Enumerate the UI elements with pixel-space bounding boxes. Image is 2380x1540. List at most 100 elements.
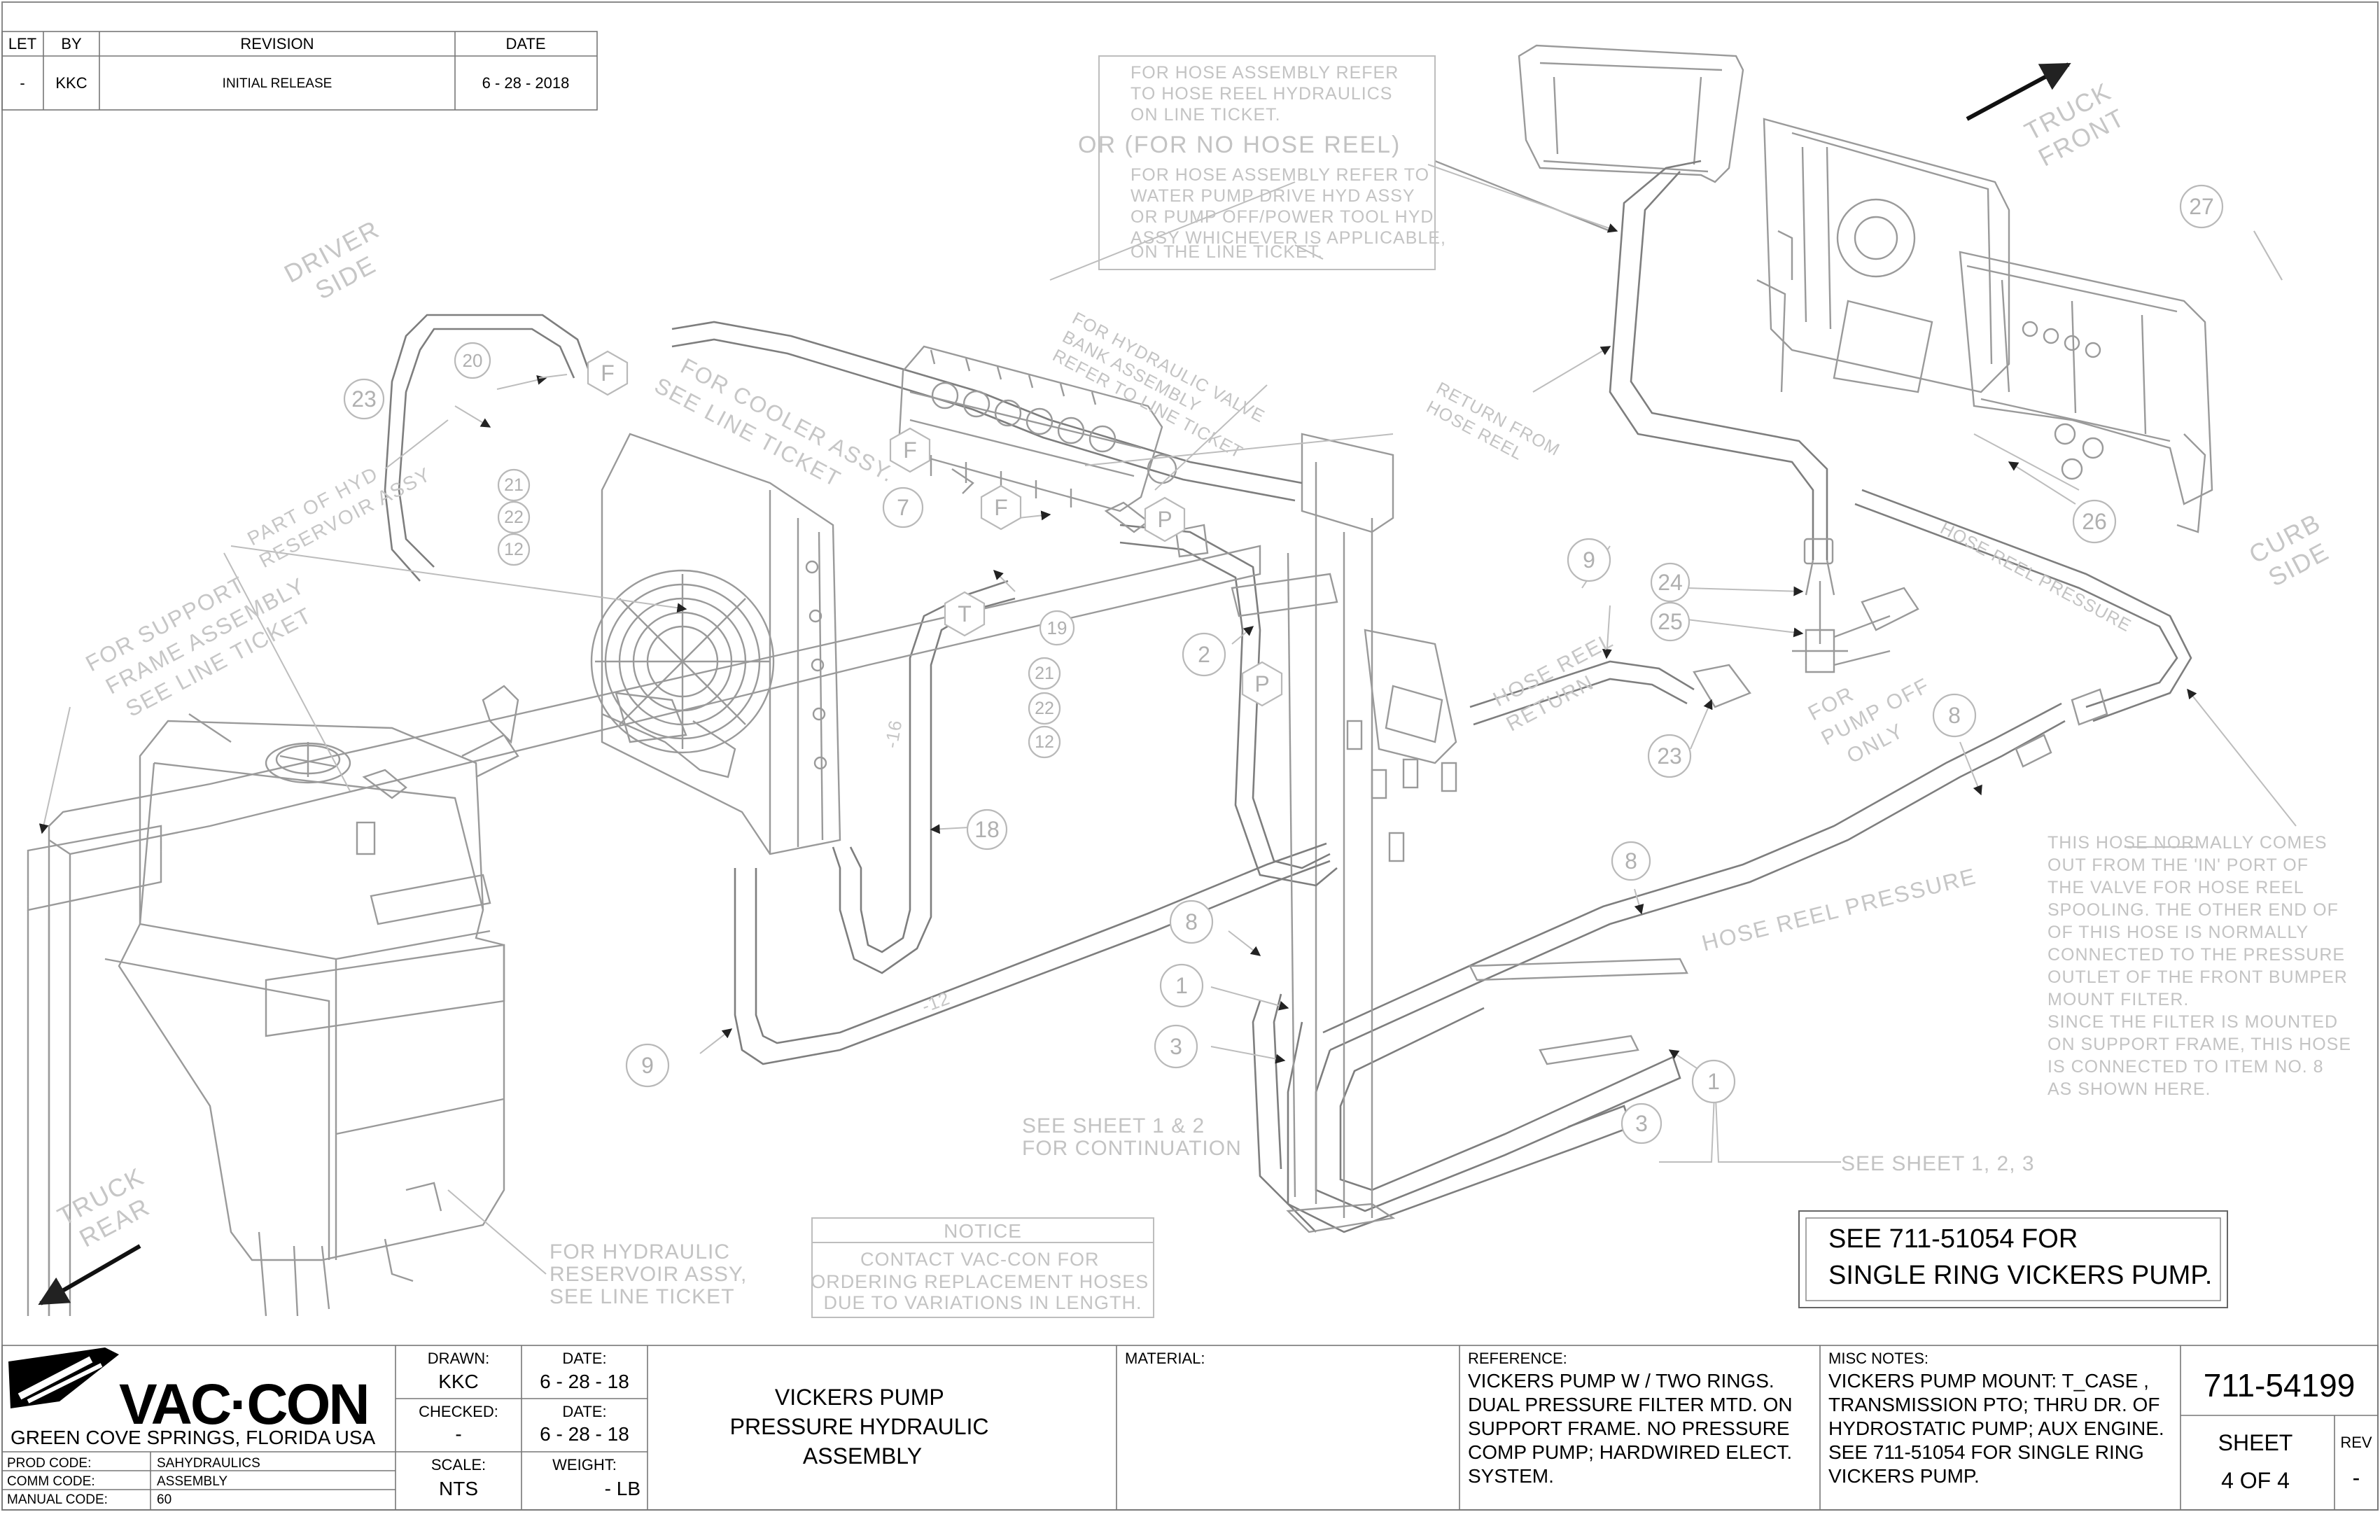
comm-code: ASSEMBLY [157, 1474, 227, 1489]
balloon-2: 2 [1198, 642, 1210, 667]
misc-notes: VICKERS PUMP MOUNT: T_CASE , TRANSMISSIO… [1828, 1370, 2169, 1487]
balloon-7: 7 [897, 495, 909, 520]
weight-value: - LB [605, 1478, 640, 1499]
rev-header-revision: REVISION [240, 35, 314, 52]
balloon-20: 20 [463, 350, 483, 371]
weight-label: WEIGHT: [552, 1456, 617, 1474]
note-hose-reel-pressure-lower: HOSE REEL PRESSURE [1700, 863, 1980, 955]
drawn-date: 6 - 28 - 18 [540, 1371, 629, 1392]
drawn-date-label: DATE: [562, 1350, 606, 1367]
reference-label: REFERENCE: [1468, 1350, 1567, 1367]
note-reservoir-assy: FOR HYDRAULIC RESERVOIR ASSY, SEE LINE T… [550, 1240, 754, 1308]
sheet-value: 4 OF 4 [2221, 1468, 2290, 1493]
sheet-label: SHEET [2218, 1430, 2293, 1455]
note-water-pump-ref: FOR HOSE ASSEMBLY REFER TO WATER PUMP DR… [1130, 165, 1452, 262]
balloon-21-b: 21 [1035, 664, 1054, 683]
balloon-19: 19 [1047, 617, 1068, 638]
notice-box [811, 1217, 1154, 1318]
balloon-22-a: 22 [504, 507, 524, 527]
curb-side-label: CURBSIDE [2244, 507, 2339, 595]
checked-date-label: DATE: [562, 1403, 606, 1420]
balloon-1-a: 1 [1175, 973, 1188, 998]
balloon-9-a: 9 [641, 1053, 654, 1078]
note-cooler-assy: FOR COOLER ASSY. SEE LINE TICKET [650, 346, 906, 517]
fitting-p-1: P [1157, 507, 1172, 532]
balloon-8-a: 8 [1948, 703, 1961, 728]
note-hose-reel-ref: FOR HOSE ASSEMBLY REFER TO HOSE REEL HYD… [1130, 63, 1404, 125]
note-see-sheet-1-2-3: SEE SHEET 1, 2, 3 [1841, 1152, 2035, 1175]
company-logo-text: VAC·CON [119, 1373, 368, 1436]
fitting-p-2: P [1254, 671, 1269, 696]
item-balloons: 27 20 23 21 22 12 7 2 19 21 22 12 18 9 9… [343, 184, 2224, 1144]
comm-code-label: COMM CODE: [7, 1474, 95, 1489]
checked-date: 6 - 28 - 18 [540, 1423, 629, 1445]
balloon-3-b: 3 [1635, 1111, 1648, 1136]
prod-code-label: PROD CODE: [7, 1456, 91, 1471]
balloon-22-b: 22 [1035, 699, 1054, 718]
rev-header-by: BY [61, 35, 82, 52]
note-return-from-hose-reel: RETURN FROM HOSE REEL [1423, 379, 1568, 482]
rev-by: KKC [55, 74, 87, 92]
scale-label: SCALE: [431, 1456, 486, 1474]
drawing-number: 711-54199 [2204, 1367, 2356, 1404]
manual-code-label: MANUAL CODE: [7, 1492, 108, 1507]
rev-label: REV [2340, 1434, 2372, 1451]
revision-block: LET BY REVISION DATE - KKC INITIAL RELEA… [1, 31, 598, 111]
balloon-23-a: 23 [351, 386, 377, 412]
truck-rear-arrow [38, 1244, 141, 1306]
oil-cooler-drawing [590, 433, 841, 855]
rev-header-let: LET [8, 35, 36, 52]
balloon-24: 24 [1658, 570, 1683, 595]
driver-side-label: DRIVERSIDE [279, 214, 398, 314]
checked-label: CHECKED: [419, 1403, 498, 1420]
balloon-26: 26 [2082, 509, 2107, 534]
note-reservoir-part: PART OF HYD RESERVOIR ASSY [244, 441, 435, 572]
balloon-23-b: 23 [1657, 743, 1682, 769]
title-block: VAC·CON GREEN COVE SPRINGS, FLORIDA USA … [1, 1345, 2379, 1511]
note-hose-reel-return: HOSE REEL RETURN [1490, 626, 1637, 736]
misc-notes-label: MISC NOTES: [1828, 1350, 1928, 1367]
note-valve-bank: FOR HYDRAULIC VALVE BANK ASSEMBLY REFER … [1049, 309, 1273, 467]
drawn-label: DRAWN: [428, 1350, 489, 1367]
note-see-sheet-1-2: SEE SHEET 1 & 2 FOR CONTINUATION [1022, 1114, 1242, 1160]
notice-title: NOTICE [944, 1220, 1022, 1242]
see-711-note: SEE 711-51054 FOR SINGLE RING VICKERS PU… [1828, 1224, 2212, 1290]
rev-header-date: DATE [505, 35, 545, 52]
balloon-8-b: 8 [1625, 848, 1637, 874]
drawing-notes: FOR HOSE ASSEMBLY REFER TO HOSE REEL HYD… [81, 55, 2351, 1318]
vac-con-logo: VAC·CON [8, 1348, 370, 1436]
balloon-18: 18 [974, 817, 1000, 842]
fitting-t: T [958, 601, 972, 626]
note-for-pump-off: FOR PUMP OFF ONLY [1805, 645, 1954, 775]
rev-let: - [20, 74, 24, 92]
hose-size-16: -16 [881, 718, 906, 750]
fitting-f-1: F [601, 360, 615, 386]
truck-front-label: TRUCKFRONT [2019, 76, 2129, 172]
fitting-f-3: F [994, 495, 1008, 520]
hydraulic-reservoir-drawing [27, 685, 519, 1317]
note-support-frame: FOR SUPPORT FRAME ASSEMBLY SEE LINE TICK… [81, 543, 329, 728]
see-711-box [1798, 1210, 2228, 1308]
drawn-by: KKC [438, 1371, 479, 1392]
balloon-12-b: 12 [1035, 732, 1054, 752]
rev-description: INITIAL RELEASE [223, 76, 332, 91]
truck-front-arrow [1966, 62, 2071, 121]
rev-date: 6 - 28 - 2018 [482, 74, 570, 92]
drawing-title: VICKERS PUMP PRESSURE HYDRAULIC ASSEMBLY [730, 1385, 995, 1469]
balloon-27: 27 [2189, 194, 2214, 219]
truck-frame-drawing [1518, 44, 2213, 533]
manual-code: 60 [157, 1492, 172, 1507]
material-label: MATERIAL: [1125, 1350, 1205, 1367]
balloon-3-a: 3 [1170, 1034, 1182, 1059]
fitting-f-2: F [903, 438, 917, 463]
balloon-1-b: 1 [1707, 1069, 1720, 1094]
balloon-9-b: 9 [1583, 547, 1595, 573]
note-or-no-hose-reel: OR (FOR NO HOSE REEL) [1078, 132, 1401, 158]
notice-body: CONTACT VAC-CON FOR ORDERING REPLACEMENT… [811, 1249, 1155, 1313]
company-location: GREEN COVE SPRINGS, FLORIDA USA [10, 1427, 376, 1448]
balloon-21-a: 21 [504, 475, 524, 495]
fitting-markers: F F F T P P [587, 350, 1283, 707]
rev-value: - [2353, 1465, 2360, 1490]
balloon-8-c: 8 [1185, 909, 1198, 934]
